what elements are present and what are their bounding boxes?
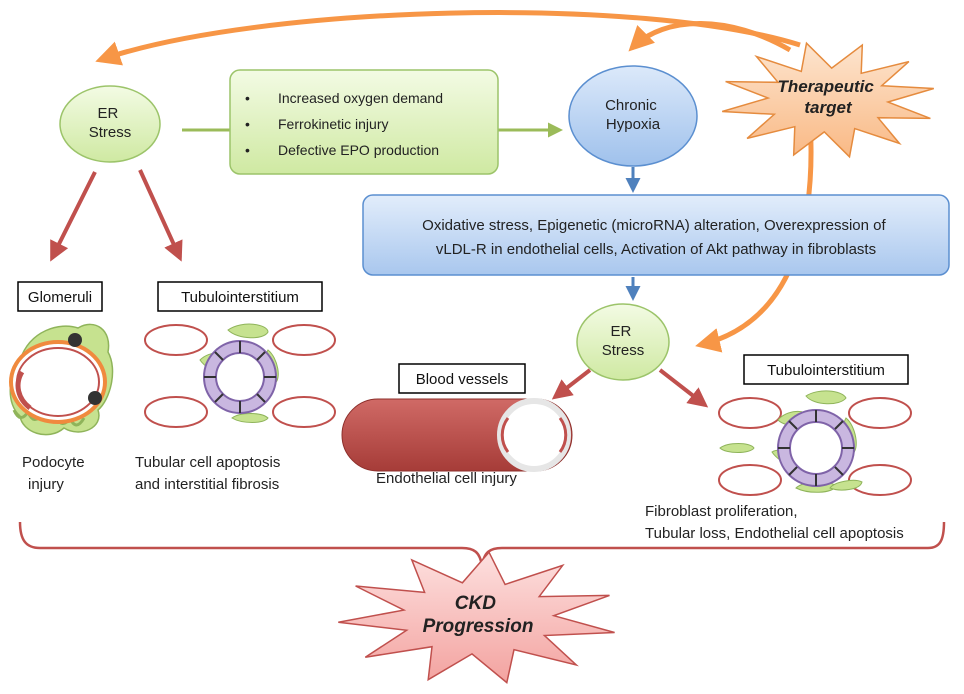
er-stress-right-node: ER Stress: [576, 303, 670, 381]
svg-text:Therapeutic target: Therapeutic target: [777, 77, 878, 117]
fibroblast-proliferation-caption: Fibroblast proliferation, Tubular loss, …: [645, 503, 904, 542]
svg-text:Chronic Hypoxia: Chronic Hypoxia: [605, 97, 661, 133]
hypoxia-effects-box: Oxidative stress, Epigenetic (microRNA) …: [362, 194, 950, 276]
svg-text:Blood vessels: Blood vessels: [416, 371, 509, 388]
mechanisms-box: • Increased oxygen demand • Ferrokinetic…: [229, 69, 499, 175]
red-arrow-er-to-blood-vessels: [551, 368, 592, 400]
er-stress-left-line-2: Stress: [89, 124, 132, 141]
podocyte-injury-caption: Podocyte injury: [22, 454, 89, 493]
svg-text:CKD Progression: CKD Progression: [423, 593, 534, 637]
therapeutic-target-line-1: Therapeutic: [777, 77, 874, 96]
ckd-progression-shape: [338, 550, 615, 684]
ckd-progression-line-2: Progression: [423, 616, 534, 637]
tubulointerstitium-right-illustration: [718, 390, 912, 496]
hypoxia-effects-line-2: vLDL-R in endothelial cells, Activation …: [436, 241, 876, 258]
hypoxia-effects-line-1: Oxidative stress, Epigenetic (microRNA) …: [422, 217, 886, 234]
tubulointerstitium-left-illustration: [144, 323, 336, 428]
tubulointerstitium-left-label: Tubulointerstitium: [157, 281, 323, 312]
red-arrow-er-to-glomeruli: [50, 171, 97, 262]
er-stress-right-line-2: Stress: [602, 342, 645, 359]
therapeutic-target-shape: [721, 41, 935, 159]
er-stress-left-node: ER Stress: [59, 85, 161, 163]
blood-vessels-label: Blood vessels: [398, 363, 526, 394]
tubulointerstitium-right-label: Tubulointerstitium: [743, 354, 909, 385]
mechanism-item-2: Ferrokinetic injury: [278, 116, 388, 132]
ckd-progression-line-1: CKD: [455, 593, 496, 614]
er-stress-left-line-1: ER: [97, 105, 118, 122]
therapeutic-target-burst: Therapeutic target: [721, 41, 935, 159]
svg-text:Tubulointerstitium: Tubulointerstitium: [181, 289, 299, 306]
chronic-hypoxia-node: Chronic Hypoxia: [568, 65, 698, 167]
glomerulus-illustration: [9, 323, 114, 436]
svg-text:• Increased oxygen deman: • Increased oxygen demand • Ferrokinetic…: [245, 90, 447, 158]
chronic-hypoxia-line-1: Chronic: [605, 97, 657, 114]
er-stress-right-line-1: ER: [610, 323, 631, 340]
red-arrow-er-to-tubulointerstitium-left: [138, 169, 183, 262]
mechanism-bullet-3: •: [245, 142, 250, 158]
svg-text:Oxidative stress, Epigenetic (: Oxidative stress, Epigenetic (microRNA) …: [422, 217, 890, 258]
tubular-apoptosis-caption: Tubular cell apoptosis and interstitial …: [135, 454, 285, 493]
chronic-hypoxia-line-2: Hypoxia: [606, 116, 661, 133]
endothelial-injury-caption: Endothelial cell injury: [376, 470, 517, 487]
red-arrow-er-to-tubulointerstitium-right: [658, 368, 709, 408]
ckd-progression-burst: CKD Progression: [338, 550, 615, 684]
mechanism-item-1: Increased oxygen demand: [278, 90, 443, 106]
therapeutic-arrow-to-left-er: [95, 10, 801, 66]
glomeruli-label: Glomeruli: [17, 281, 103, 312]
svg-text:ER Stress: ER Stress: [89, 105, 132, 141]
svg-text:ER Stress: ER Stress: [602, 323, 645, 359]
mechanism-item-3: Defective EPO production: [278, 142, 439, 158]
blood-vessel-illustration: [341, 398, 573, 472]
therapeutic-arrow-to-hypoxia: [628, 21, 792, 53]
svg-text:Tubulointerstitium: Tubulointerstitium: [767, 362, 885, 379]
therapeutic-target-line-2: target: [804, 98, 853, 117]
mechanism-bullet-1: •: [245, 90, 250, 106]
svg-text:Glomeruli: Glomeruli: [28, 289, 92, 306]
mechanism-bullet-2: •: [245, 116, 250, 132]
